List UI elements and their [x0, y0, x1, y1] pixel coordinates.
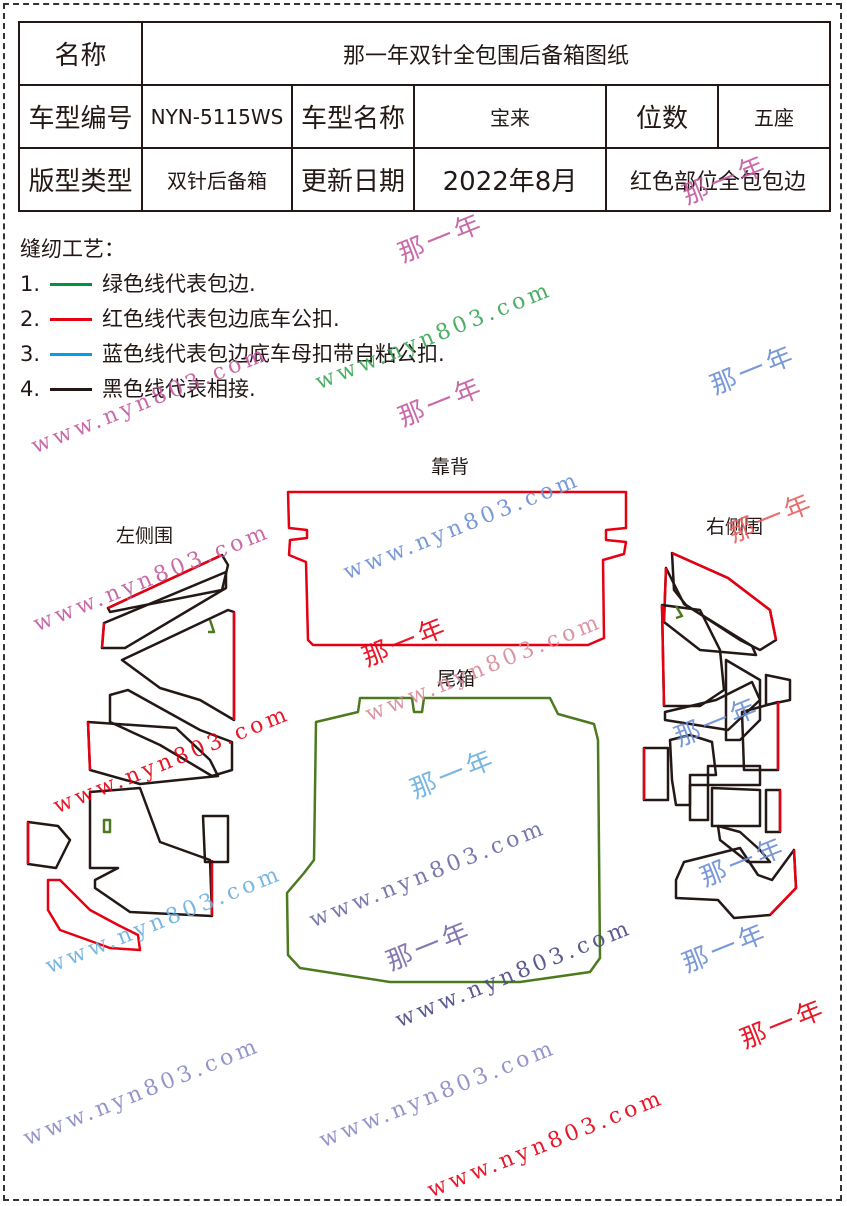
backrest-panel	[286, 490, 628, 647]
right-piece	[710, 786, 762, 828]
right-piece	[724, 658, 762, 742]
backrest-label: 靠背	[431, 456, 470, 478]
seats-value: 五座	[716, 84, 832, 149]
date-value: 2022年8月	[413, 147, 607, 212]
name-value: 那一年双针全包围后备箱图纸	[140, 21, 832, 86]
model-name-value: 宝来	[413, 84, 607, 149]
left-piece	[100, 622, 106, 649]
left-side-label: 左侧围	[116, 525, 174, 547]
left-piece	[108, 688, 234, 778]
left-piece	[102, 818, 112, 834]
right-piece	[671, 551, 778, 641]
table-row: 名称 那一年双针全包围后备箱图纸	[18, 21, 832, 86]
left-piece	[107, 553, 223, 610]
note-number: 4.	[20, 377, 41, 401]
blue-line-swatch	[50, 353, 92, 356]
sewing-title: 缝纫工艺：	[20, 237, 125, 261]
left-piece	[201, 814, 230, 864]
left-piece	[88, 786, 214, 918]
note-text: 绿色线代表包边.	[102, 272, 256, 296]
left-piece	[86, 721, 92, 771]
table-row: 车型编号 NYN-5115WS 车型名称 宝来 位数 五座	[18, 84, 832, 149]
note-text: 蓝色线代表包边底车母扣带自粘公扣.	[102, 342, 445, 366]
model-code-label: 车型编号	[18, 84, 143, 149]
name-label: 名称	[18, 21, 143, 86]
right-piece	[706, 764, 762, 787]
note-text: 黑色线代表相接.	[102, 377, 256, 401]
sewing-notes: 缝纫工艺： 1. 绿色线代表包边. 2. 红色线代表包边底车公扣. 3. 蓝色线…	[20, 232, 445, 407]
right-piece	[662, 567, 668, 623]
right-side-pieces	[642, 551, 798, 920]
right-piece	[769, 849, 798, 916]
seats-label: 位数	[605, 84, 719, 149]
table-row: 版型类型 双针后备箱 更新日期 2022年8月 红色部位全包包边	[18, 147, 832, 212]
left-piece	[26, 820, 72, 870]
list-item: 2. 红色线代表包边底车公扣.	[20, 302, 445, 337]
pattern-label: 版型类型	[18, 147, 143, 212]
right-piece	[660, 604, 666, 707]
list-item: 1. 绿色线代表包边.	[20, 267, 445, 302]
pattern-value: 双针后备箱	[141, 147, 293, 212]
black-line-swatch	[50, 388, 92, 391]
right-piece	[674, 605, 684, 620]
trunk-floor-panel	[285, 696, 602, 984]
note-number: 2.	[20, 307, 41, 331]
left-piece	[46, 878, 142, 952]
date-label: 更新日期	[291, 147, 415, 212]
left-piece	[120, 608, 236, 722]
right-side-label: 右侧围	[706, 516, 764, 538]
right-piece	[764, 673, 792, 707]
trunk-label: 尾箱	[437, 668, 476, 690]
right-piece	[716, 824, 772, 864]
list-item: 3. 蓝色线代表包边底车母扣带自粘公扣.	[20, 337, 445, 372]
note-number: 1.	[20, 272, 41, 296]
note-value: 红色部位全包包边	[604, 147, 832, 212]
right-piece	[668, 733, 718, 807]
model-code-value: NYN-5115WS	[141, 84, 293, 149]
right-piece	[660, 603, 726, 708]
right-piece	[688, 783, 710, 822]
list-item: 4. 黑色线代表相接.	[20, 372, 445, 407]
red-line-swatch	[50, 318, 92, 321]
left-side-pieces	[26, 553, 236, 952]
note-text: 红色线代表包边底车公扣.	[102, 307, 340, 331]
model-name-label: 车型名称	[291, 84, 415, 149]
right-piece	[642, 746, 670, 802]
right-piece	[764, 788, 782, 834]
left-piece	[208, 619, 216, 634]
green-line-swatch	[50, 283, 92, 286]
spec-table: 名称 那一年双针全包围后备箱图纸 车型编号 NYN-5115WS 车型名称 宝来…	[18, 21, 832, 212]
page-border	[3, 3, 842, 1201]
note-number: 3.	[20, 342, 41, 366]
